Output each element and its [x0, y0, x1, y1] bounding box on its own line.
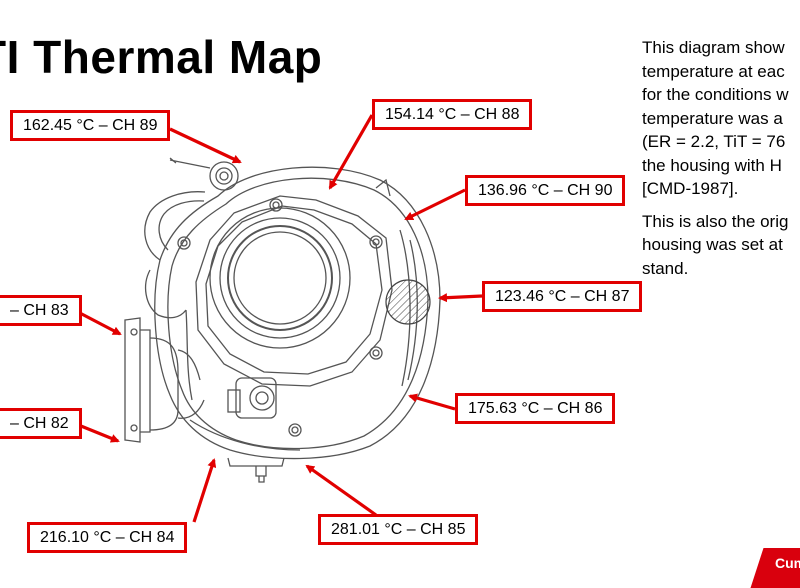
arrow-ch84	[192, 458, 217, 523]
description-paragraph-2: This is also the orig housing was set at…	[642, 210, 800, 281]
arrow-ch86	[408, 393, 456, 411]
desc-line: temperature was a	[642, 108, 783, 128]
desc-line: housing was set at	[642, 235, 783, 254]
label-ch90: 136.96 °C – CH 90	[465, 175, 626, 206]
desc-line: stand.	[642, 258, 689, 278]
company-logo-text: Cum	[775, 555, 800, 571]
arrow-ch87	[438, 293, 483, 303]
desc-line: the housing with H	[642, 155, 782, 175]
housing-outline	[124, 157, 441, 483]
desc-line: (ER = 2.2, TiT = 76	[642, 132, 786, 151]
arrow-ch90	[404, 188, 466, 221]
label-ch83: – CH 83	[0, 295, 82, 326]
label-ch89: 162.45 °C – CH 89	[10, 110, 171, 141]
label-ch85: 281.01 °C – CH 85	[318, 514, 479, 545]
label-ch86: 175.63 °C – CH 86	[455, 393, 616, 424]
label-ch84: 216.10 °C – CH 84	[27, 522, 188, 553]
desc-line: This is also the orig	[642, 211, 789, 231]
arrow-ch89	[169, 127, 242, 164]
label-ch87: 123.46 °C – CH 87	[482, 281, 643, 312]
label-ch82: – CH 82	[0, 408, 82, 439]
desc-line: This diagram show	[642, 38, 785, 57]
page-title: TI Thermal Map	[0, 31, 323, 83]
desc-line: for the conditions w	[642, 85, 789, 104]
callout-arrows	[75, 114, 483, 523]
arrow-ch83	[75, 309, 122, 336]
arrow-ch88	[328, 114, 374, 190]
desc-line: [CMD-1987].	[642, 179, 739, 198]
label-ch88: 154.14 °C – CH 88	[372, 99, 533, 130]
arrow-ch82	[75, 422, 120, 443]
hatched-section	[385, 279, 431, 325]
arrow-ch85	[305, 464, 377, 517]
description-paragraph-1: This diagram show temperature at eac for…	[642, 36, 800, 201]
description-text: This diagram show temperature at eac for…	[642, 36, 800, 289]
desc-line: temperature at eac	[642, 61, 785, 81]
